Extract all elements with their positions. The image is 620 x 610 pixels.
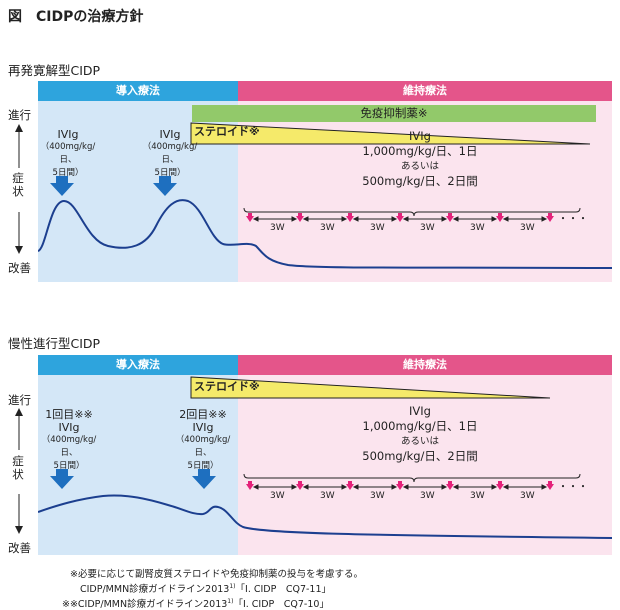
s1-dose-markers: [246, 213, 554, 222]
s1-dosing-schedule: ・・・: [243, 207, 588, 225]
s2-interval-label: 3W: [520, 491, 535, 501]
s2-ivig1-arrow-icon: [50, 469, 74, 489]
s2-axis-better: 改善: [8, 541, 31, 555]
s2-ivig1-dose: （400mg/kg/日、: [41, 435, 97, 458]
section1-heading: 再発寛解型CIDP: [8, 63, 101, 78]
s2-interval-label: 3W: [420, 491, 435, 501]
s1-ivig1: IVIg （400mg/kg/日、 5日間）: [38, 128, 98, 180]
s1-interval-arrows: [252, 216, 548, 222]
s2-maint-name: IVIg: [409, 404, 431, 418]
s1-steroid-shape: [190, 122, 591, 145]
s1-ivig2-arrow-icon: [153, 176, 177, 196]
s1-ivig2-dose: （400mg/kg/日、: [142, 142, 198, 165]
s1-ivig2-name: IVIg: [159, 128, 181, 141]
s1-curve-line: [38, 199, 612, 269]
s1-maint-line1: 1,000mg/kg/日、1日: [362, 144, 478, 158]
s2-maint-line2: 500mg/kg/日、2日間: [362, 449, 478, 463]
s2-interval-arrows: [252, 484, 548, 490]
footnote-3: ※※CIDP/MMN診療ガイドライン20131)「Ⅰ. CIDP CQ7-10」: [62, 596, 329, 610]
s1-steroid-label: ステロイド※: [194, 125, 260, 138]
s1-maintenance-dosing: IVIg 1,000mg/kg/日、1日 あるいは 500mg/kg/日、2日間: [320, 129, 520, 189]
s2-ivig1-count: 1回目※※: [45, 408, 93, 421]
s1-interval-label: 3W: [420, 223, 435, 233]
s2-ivig2: 2回目※※ IVIg （400mg/kg/日、 5日間）: [170, 408, 236, 473]
s1-interval-label: 3W: [370, 223, 385, 233]
s1-axis-worse: 進行: [8, 108, 31, 122]
footnote-3-sup: 1): [227, 597, 234, 605]
s1-axis-better: 改善: [8, 261, 31, 275]
footnote-1: ※必要に応じて副腎皮質ステロイドや免疫抑制薬の投与を考慮する。: [70, 569, 363, 580]
s2-ivig2-arrow-icon: [192, 469, 216, 489]
s2-interval-label: 3W: [370, 491, 385, 501]
s2-interval-label: 3W: [470, 491, 485, 501]
s2-axis-worse: 進行: [8, 393, 31, 407]
s2-ivig1: 1回目※※ IVIg （400mg/kg/日、 5日間）: [36, 408, 102, 473]
s1-axis-arrow: [15, 124, 23, 254]
s2-ivig1-days: 5日間）: [53, 461, 85, 471]
s1-immunosuppressant-bar: 免疫抑制薬※: [192, 105, 596, 122]
footnote-2-text: CIDP/MMN診療ガイドライン2013: [80, 584, 230, 595]
s2-steroid-label: ステロイド※: [194, 380, 260, 393]
s2-maint-line1: 1,000mg/kg/日、1日: [362, 419, 478, 433]
section2-heading: 慢性進行型CIDP: [8, 336, 101, 351]
s1-interval-label: 3W: [270, 223, 285, 233]
s2-ivig2-days: 5日間）: [187, 461, 219, 471]
footnote-3-ref: 「Ⅰ. CIDP CQ7-10」: [233, 599, 329, 610]
footnote-2-ref: 「Ⅰ. CIDP CQ7-11」: [235, 584, 332, 595]
s1-ivig2-days: 5日間）: [154, 168, 186, 178]
s2-maint-or: あるいは: [400, 436, 439, 447]
s1-maint-line2: 500mg/kg/日、2日間: [362, 174, 478, 188]
s1-ivig1-dose: （400mg/kg/日、: [40, 142, 96, 165]
s2-maintenance-panel: [238, 375, 612, 555]
s1-interval-label: 3W: [320, 223, 335, 233]
s1-interval-label: 3W: [520, 223, 535, 233]
s1-continuation-dots: ・・・: [558, 214, 588, 225]
s1-maint-name: IVIg: [409, 129, 431, 143]
s1-phase-maintenance: 維持療法: [238, 81, 612, 101]
s2-schedule-brace: [243, 473, 581, 483]
s1-interval-label: 3W: [470, 223, 485, 233]
s1-maint-or: あるいは: [400, 161, 439, 172]
s2-dosing-schedule: ・・・: [243, 473, 588, 493]
s1-ivig2: IVIg （400mg/kg/日、 5日間）: [140, 128, 200, 180]
footnote-2-sup: 1): [229, 582, 236, 590]
s2-curve-line: [38, 494, 612, 539]
s1-axis-symptom: 症状: [11, 172, 25, 199]
s1-steroid-wedge: [190, 122, 591, 145]
s2-ivig1-name: IVIg: [58, 421, 80, 434]
s1-ivig1-name: IVIg: [57, 128, 79, 141]
s2-axis-symptom: 症状: [11, 455, 25, 482]
s2-phase-maintenance: 維持療法: [238, 355, 612, 375]
s2-symptom-curve: [38, 494, 612, 539]
s2-induction-panel: [38, 375, 238, 555]
s2-axis-arrow: [15, 408, 23, 534]
s2-phase-induction: 導入療法: [38, 355, 238, 375]
s1-ivig1-arrow-icon: [50, 176, 74, 196]
s2-ivig2-dose: （400mg/kg/日、: [175, 435, 231, 458]
s2-interval-label: 3W: [320, 491, 335, 501]
s1-schedule-brace: [243, 207, 581, 217]
s2-dose-markers: [246, 481, 554, 490]
footnote-2: CIDP/MMN診療ガイドライン20131)「Ⅰ. CIDP CQ7-11」: [80, 581, 331, 595]
s2-continuation-dots: ・・・: [558, 482, 588, 493]
s1-ivig1-days: 5日間）: [52, 168, 84, 178]
footnote-3-text: ※※CIDP/MMN診療ガイドライン2013: [62, 599, 228, 610]
s2-steroid-wedge: [190, 376, 551, 399]
s2-steroid-shape: [190, 376, 551, 399]
s2-maintenance-dosing: IVIg 1,000mg/kg/日、1日 あるいは 500mg/kg/日、2日間: [320, 404, 520, 464]
s2-ivig2-name: IVIg: [192, 421, 214, 434]
s1-symptom-curve: [38, 199, 612, 269]
s2-interval-label: 3W: [270, 491, 285, 501]
s2-ivig2-count: 2回目※※: [179, 408, 227, 421]
s1-phase-induction: 導入療法: [38, 81, 238, 101]
page-title: 図 CIDPの治療方針: [8, 9, 144, 25]
